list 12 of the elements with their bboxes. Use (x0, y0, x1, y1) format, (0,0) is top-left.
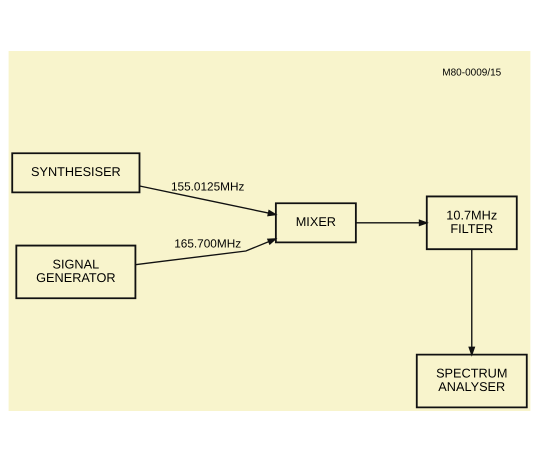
arrow (356, 218, 429, 226)
label: M80-0009/15 (442, 66, 502, 78)
arrow (140, 184, 278, 216)
node-box: SIGNAL GENERATOR (15, 244, 136, 299)
arrow (135, 238, 278, 265)
node-box: SPECTRUM ANALYSER (416, 353, 528, 408)
node-box: MIXER (274, 202, 357, 243)
node-box: SYNTHESISER (11, 152, 140, 193)
arrow (468, 248, 476, 356)
edge-label: 155.0125MHz (170, 178, 244, 193)
node-box: 10.7MHz FILTER (426, 195, 518, 250)
edge-label: 165.700MHz (174, 236, 242, 250)
